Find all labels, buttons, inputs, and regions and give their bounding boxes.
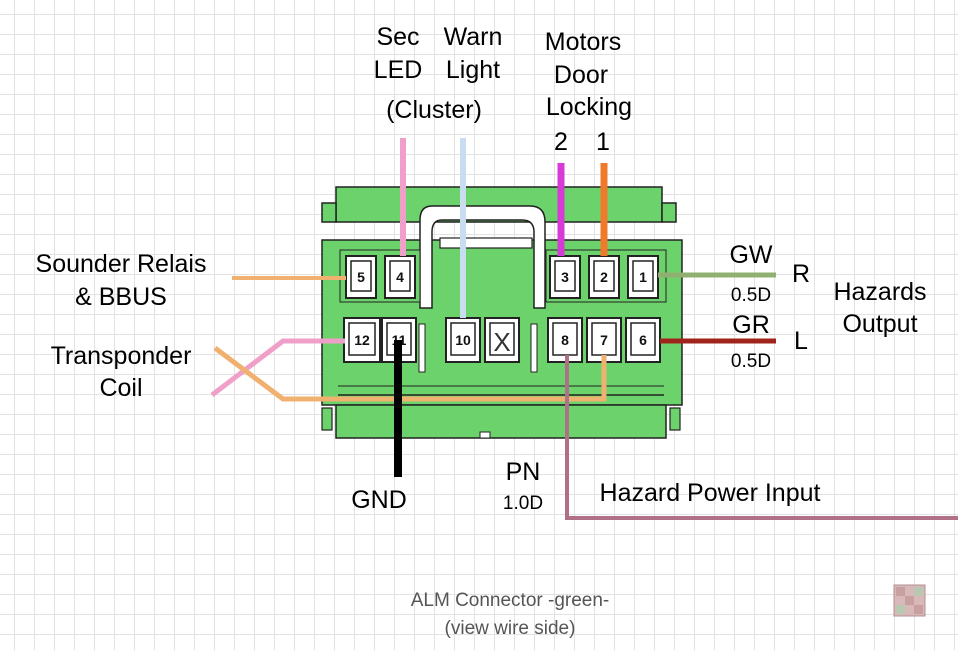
pin-2-label: 2 <box>600 269 608 285</box>
pin-5: 5 <box>345 255 377 299</box>
pin-1-label: 1 <box>639 269 647 285</box>
pin-6: 6 <box>625 317 661 363</box>
caption-line1: ALM Connector -green- <box>411 590 610 611</box>
motors-label-line1: Motors <box>545 28 621 56</box>
sec-led-label-line1: Sec <box>376 23 419 51</box>
pin-3: 3 <box>549 255 581 299</box>
warn-light-label-line2: Light <box>446 56 500 84</box>
l-label: L <box>794 327 808 355</box>
hazards-label-line2: Output <box>842 310 917 338</box>
transponder-label-line2: Coil <box>99 374 142 402</box>
transponder-label-line1: Transponder <box>51 342 192 370</box>
pin-10-label: 10 <box>455 332 471 348</box>
hazards-label-line1: Hazards <box>833 278 926 306</box>
gr-size-label: 0.5D <box>731 351 771 372</box>
pin-12-label: 12 <box>354 332 370 348</box>
r-label: R <box>792 260 810 288</box>
hazard-power-label: Hazard Power Input <box>600 479 821 507</box>
wire-transponder-pink <box>210 338 345 397</box>
pn-label: PN <box>506 458 541 486</box>
sec-led-label-line2: LED <box>374 56 423 84</box>
pin-6-label: 6 <box>639 332 647 348</box>
pin-3-label: 3 <box>561 269 569 285</box>
sounder-label-line1: Sounder Relais <box>36 250 207 278</box>
pin-8-label: 8 <box>561 332 569 348</box>
gw-label: GW <box>729 241 772 269</box>
pin-5-label: 5 <box>357 269 365 285</box>
gw-size-label: 0.5D <box>731 285 771 306</box>
gnd-label: GND <box>351 486 407 514</box>
gr-label: GR <box>732 311 770 339</box>
pin-9-blocked: X <box>484 317 520 363</box>
pin-10: 10 <box>445 317 481 363</box>
motor-2-label: 2 <box>554 128 568 156</box>
pin-2: 2 <box>588 255 620 299</box>
caption-line2: (view wire side) <box>445 618 576 639</box>
pin-12: 12 <box>343 317 381 363</box>
pin-8: 8 <box>547 317 583 363</box>
pin-1: 1 <box>627 255 659 299</box>
wire-hazard-power <box>565 355 958 520</box>
wire-transponder-tan <box>213 346 607 402</box>
pin-4-label: 4 <box>396 269 404 285</box>
motors-label-line3: Locking <box>546 93 632 121</box>
pin-4: 4 <box>384 255 416 299</box>
thumbnail-icon[interactable] <box>893 584 926 617</box>
motors-label-line2: Door <box>554 61 608 89</box>
sec-led-label-line3: (Cluster) <box>386 96 482 124</box>
pin-7-label: 7 <box>600 332 608 348</box>
pn-size-label: 1.0D <box>503 493 543 514</box>
motor-1-label: 1 <box>596 128 610 156</box>
warn-light-label-line1: Warn <box>444 23 503 51</box>
sounder-label-line2: & BBUS <box>75 283 167 311</box>
blocked-pin-mark: X <box>493 327 510 357</box>
